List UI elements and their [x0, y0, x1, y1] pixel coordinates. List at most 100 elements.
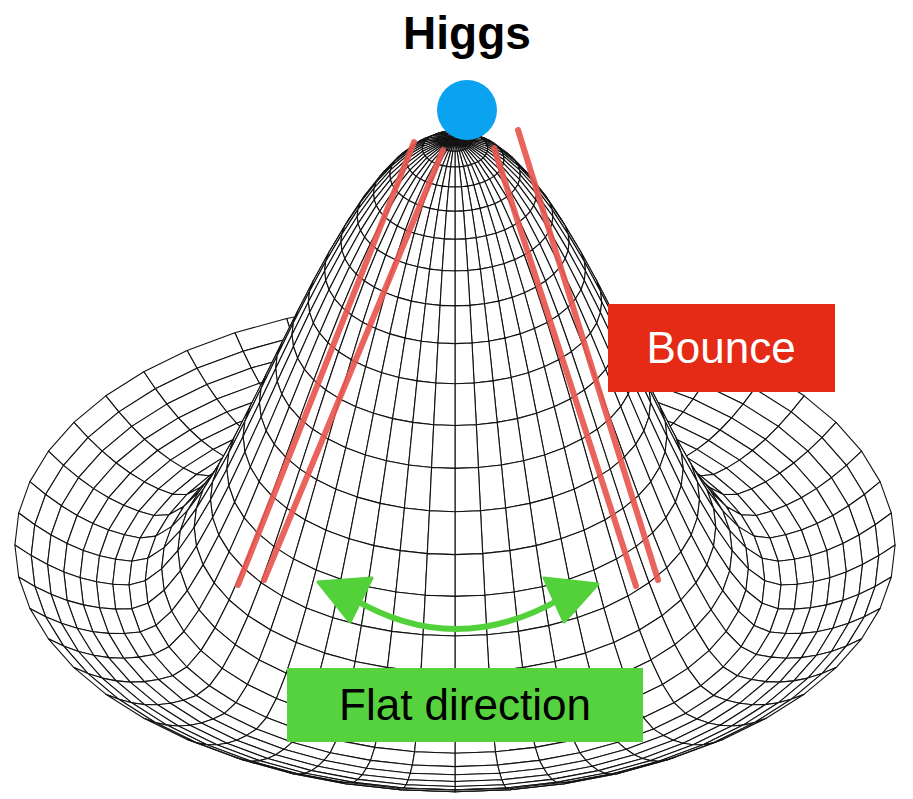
- grid-cell: [474, 381, 497, 425]
- grid-cell: [487, 631, 523, 671]
- grid-cell: [455, 187, 464, 211]
- grid-cell: [455, 383, 476, 426]
- grid-cell: [455, 140, 461, 151]
- grid-cell: [506, 503, 536, 550]
- grid-cell: [617, 757, 675, 773]
- grid-cell: [518, 626, 555, 668]
- grid-cell: [510, 782, 569, 790]
- grid-cell: [425, 554, 455, 597]
- bounce-lines: [238, 130, 658, 586]
- grid-cell: [119, 699, 167, 725]
- grid-cell: [88, 674, 132, 703]
- grid-cell: [455, 425, 478, 469]
- grid-cell: [438, 305, 455, 343]
- grid-cell: [413, 381, 436, 425]
- grid-cell: [409, 422, 434, 467]
- bounce-line: [264, 150, 443, 580]
- grid-cell: [470, 304, 489, 343]
- grid-cell: [368, 546, 401, 592]
- grid-cell: [341, 782, 400, 790]
- grid-cell: [453, 140, 455, 151]
- grid-cell: [427, 511, 455, 555]
- grid-cell: [455, 788, 512, 792]
- grid-cell: [510, 546, 543, 592]
- grid-cell: [144, 718, 197, 743]
- grid-cell: [455, 635, 489, 673]
- grid-cell: [374, 503, 405, 550]
- grid-cell: [847, 608, 881, 646]
- grid-cell: [455, 140, 459, 151]
- grid-cell: [442, 239, 455, 271]
- grid-cell: [235, 757, 293, 773]
- grid-cell: [713, 718, 766, 743]
- grid-cell: [447, 140, 455, 151]
- grid-cell: [432, 425, 455, 469]
- grid-cell: [605, 761, 659, 775]
- flat-direction-tag: Flat direction: [287, 668, 643, 742]
- grid-cell: [396, 551, 427, 596]
- grid-cell: [565, 772, 624, 784]
- grid-cell: [791, 668, 836, 700]
- grid-cell: [501, 461, 530, 508]
- grid-cell: [478, 465, 505, 511]
- grid-cell: [476, 422, 501, 467]
- grid-cell: [440, 271, 455, 306]
- grid-cell: [380, 461, 409, 508]
- grid-cell: [483, 551, 514, 596]
- grid-cell: [455, 752, 498, 767]
- grid-cell: [48, 639, 88, 674]
- grid-cell: [455, 343, 474, 384]
- grid-cell: [388, 631, 424, 671]
- grid-cell: [778, 674, 822, 703]
- tag-text: Flat direction: [339, 680, 591, 731]
- grid-cell: [472, 341, 493, 383]
- grid-cell: [455, 468, 481, 512]
- grid-cell: [455, 511, 483, 555]
- grid-cell: [468, 269, 485, 305]
- grid-cell: [455, 271, 470, 306]
- grid-cell: [449, 167, 455, 187]
- grid-cell: [421, 635, 455, 673]
- grid-cell: [449, 140, 455, 151]
- grid-cell: [30, 608, 64, 646]
- grid-cell: [455, 167, 461, 187]
- grid-cell: [436, 343, 455, 384]
- bounce-line: [238, 142, 414, 585]
- grid-cell: [430, 468, 456, 512]
- flat-arc: [352, 598, 562, 629]
- grid-cell: [287, 772, 346, 784]
- grid-cell: [455, 151, 459, 167]
- grid-cell: [455, 239, 468, 271]
- grid-cell: [434, 383, 455, 426]
- bounce-tag: Bounce: [608, 304, 835, 392]
- grid-cell: [106, 694, 156, 722]
- arrow-head: [544, 578, 598, 622]
- grid-cell: [426, 269, 443, 305]
- grid-cell: [447, 187, 456, 211]
- grid-cell: [481, 508, 510, 554]
- flat-direction-arrow: [318, 578, 598, 629]
- grid-cell: [404, 465, 431, 511]
- grid-cell: [455, 211, 466, 239]
- surface-grid: [15, 131, 895, 792]
- higgs-ball: [437, 80, 497, 140]
- grid-cell: [455, 554, 485, 597]
- grid-cell: [755, 694, 805, 722]
- title-label: Higgs: [403, 8, 531, 59]
- grid-cell: [355, 626, 392, 668]
- arrow-head: [318, 578, 372, 622]
- grid-cell: [451, 151, 455, 167]
- grid-cell: [421, 304, 440, 343]
- tag-text: Bounce: [646, 323, 795, 374]
- grid-cell: [74, 668, 119, 700]
- grid-cell: [251, 761, 305, 775]
- grid-cell: [743, 699, 791, 725]
- grid-cell: [400, 508, 429, 554]
- grid-cell: [412, 752, 455, 767]
- grid-cell: [417, 341, 438, 383]
- grid-cell: [455, 305, 472, 343]
- grid-cell: [455, 140, 463, 151]
- grid-cell: [444, 211, 455, 239]
- grid-cell: [398, 788, 455, 792]
- grid-cell: [822, 639, 862, 674]
